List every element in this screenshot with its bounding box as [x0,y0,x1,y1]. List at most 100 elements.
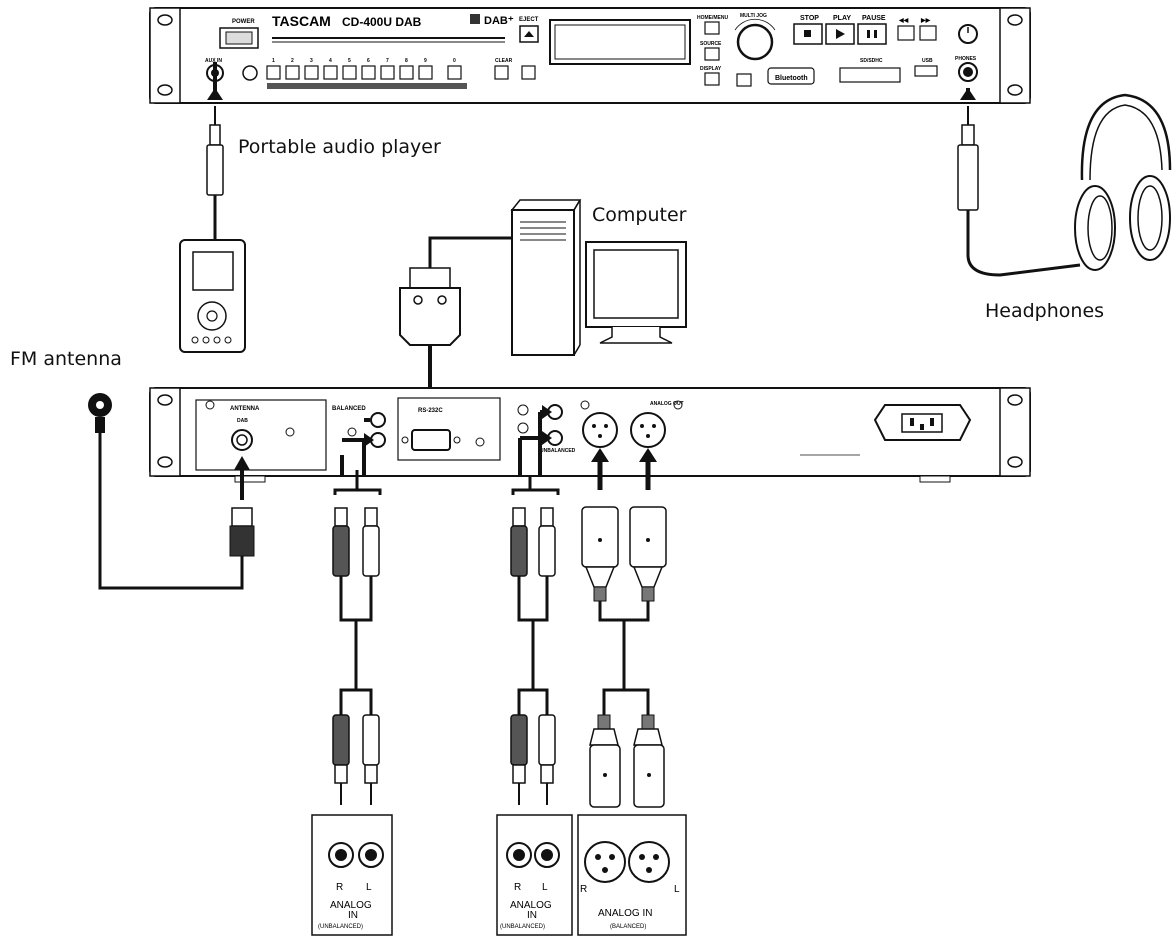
fm-antenna [88,393,255,590]
portable-audio-player [179,239,246,353]
t-quick-button[interactable] [736,73,752,87]
clear-button[interactable] [494,65,509,80]
number-key-7[interactable] [380,65,395,80]
number-key-9[interactable] [418,65,433,80]
xlr-cable [581,448,667,864]
antenna-label: ANTENNA [230,406,260,412]
clear-label: CLEAR [495,58,513,64]
play-label: PLAY [833,15,851,22]
number-key-label: 2 [291,58,294,64]
rs232c-label: RS-232C [418,408,443,414]
rs232c-port[interactable] [411,429,451,451]
eject-label: EJECT [519,17,539,23]
home-menu-label: HOME/MENU [697,15,729,21]
number-key-5[interactable] [342,65,357,80]
usb-port[interactable] [914,65,938,77]
bluetooth-badge [767,67,815,85]
sd-card-slot[interactable] [839,67,901,83]
input-l-label: L [366,882,372,893]
number-keys: 1 2 3 4 5 6 7 8 9 0 [266,58,467,89]
number-key-0[interactable] [447,65,462,80]
rewind-icon: ◀◀ [898,17,909,24]
power-label: POWER [232,19,255,25]
headphones-label: Headphones [985,300,1105,322]
input-title: ANALOG [330,900,372,911]
number-key-label: 7 [386,58,389,64]
bluetooth-label: Bluetooth [775,75,808,82]
skip-back-button[interactable] [897,25,915,41]
rs232c-cable [399,236,512,417]
stop-label: STOP [800,15,819,22]
xlr-out-right[interactable] [630,412,666,448]
number-key-label: 3 [310,58,313,64]
number-key-label: 5 [348,58,351,64]
aux-cable [206,62,224,240]
number-key-label: 4 [329,58,332,64]
input-panel-unbalanced-2: R L ANALOG IN (UNBALANCED) [496,814,573,936]
phones-cable [957,88,1081,277]
number-key-1[interactable] [266,65,281,80]
number-key-2[interactable] [285,65,300,80]
input-title: ANALOG IN [598,908,652,919]
home-menu-button[interactable] [704,21,720,35]
pause-label: PAUSE [862,15,886,22]
fm-logo-icon [470,14,480,24]
unbalanced-label: UNBALANCED [540,448,576,454]
skip-forward-button[interactable] [919,25,937,41]
number-key-4[interactable] [323,65,338,80]
input-l-label: L [674,884,680,895]
headphones [1074,93,1172,271]
xlr-out-left[interactable] [582,412,618,448]
repeat-button[interactable] [521,65,536,80]
number-key-label: 0 [453,58,456,64]
dab-logo-icon: DAB⁺ [484,15,514,27]
front-panel: POWER TASCAM CD-400U DAB DAB⁺ EJECT HOME… [149,7,1031,104]
display-label: DISPLAY [700,66,722,72]
number-key-label: 1 [272,58,275,64]
aux-in-label: AUX IN [205,58,222,64]
number-key-label: 8 [405,58,408,64]
number-key-label: 6 [367,58,370,64]
lcd-display [549,19,691,65]
sd-label: SD/SDHC [860,58,883,64]
fast-forward-icon: ▶▶ [920,17,931,24]
pause-button[interactable] [857,23,887,45]
rca-cable-2 [510,405,560,864]
input-title-2: IN [348,910,358,921]
rear-panel: ANTENNA DAB BALANCED RS-232C UNBALANCED … [149,387,1031,483]
balanced-label: BALANCED [332,406,366,412]
display-button[interactable] [704,72,720,86]
input-r-label: R [580,884,587,895]
usb-label: USB [922,58,933,64]
rca-out-1-top[interactable] [370,412,386,428]
input-xlr-r[interactable] [584,841,626,883]
fm-antenna-label: FM antenna [10,348,122,370]
input-sub: (BALANCED) [610,924,646,930]
portable-audio-player-label: Portable audio player [238,136,441,158]
input-title: ANALOG [510,900,552,911]
phones-label: PHONES [955,56,977,62]
volume-knob[interactable] [958,24,978,44]
input-panel-balanced: R L ANALOG IN (BALANCED) [577,814,687,936]
computer [510,199,687,356]
input-xlr-l[interactable] [628,841,670,883]
dab-label: DAB [237,418,248,424]
model-name: CD-400U DAB [342,15,422,29]
computer-label: Computer [592,204,687,226]
number-key-6[interactable] [361,65,376,80]
source-label: SOURCE [700,41,722,47]
multi-jog-dial[interactable] [736,23,774,61]
input-panel-unbalanced-1: R L ANALOG IN (UNBALANCED) [311,814,393,936]
source-button[interactable] [704,47,720,61]
input-l-label: L [542,882,548,893]
number-key-8[interactable] [399,65,414,80]
input-sub: (UNBALANCED) [500,924,545,930]
multi-jog-label: MULTI JOG [740,13,767,19]
input-sub: (UNBALANCED) [318,924,363,930]
input-r-label: R [336,882,343,893]
number-key-3[interactable] [304,65,319,80]
remote-sensor [242,65,258,81]
antenna-jack[interactable] [231,429,253,451]
brand-logo: TASCAM [272,13,331,29]
